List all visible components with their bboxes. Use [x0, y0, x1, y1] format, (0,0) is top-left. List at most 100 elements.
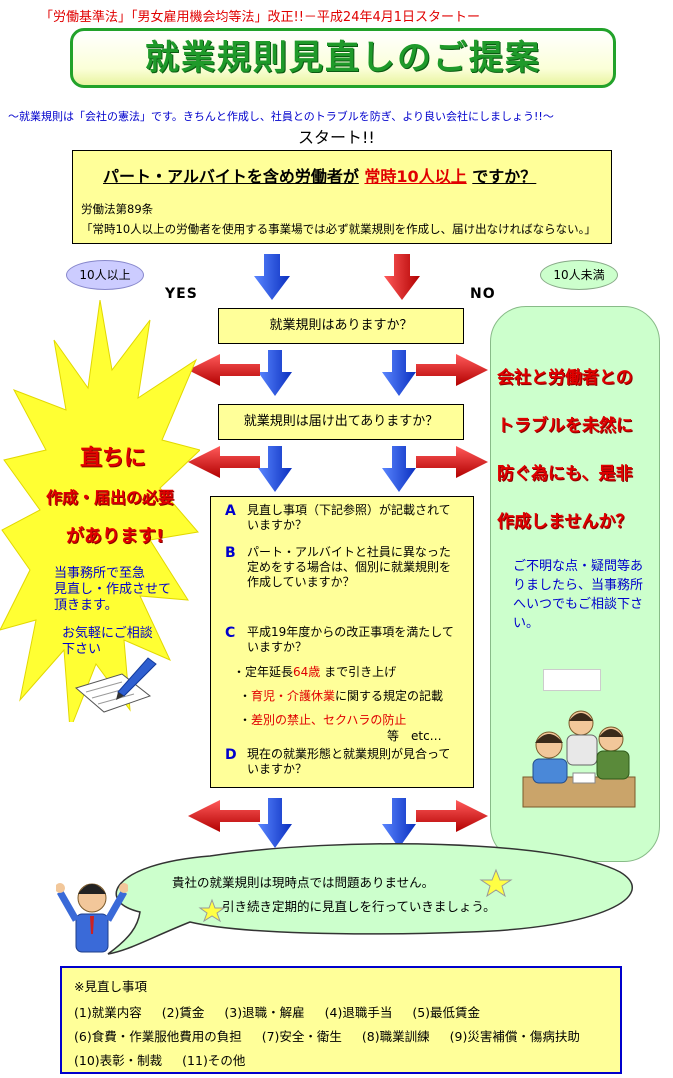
check-d: D 現在の就業形態と就業規則が見合っていますか？ — [225, 747, 457, 777]
page-title: 就業規則見直しのご提案 — [145, 38, 541, 78]
right-line-4: 作成しませんか？ — [497, 512, 633, 532]
burst-line-2: 作成・届出の必要 — [46, 488, 175, 507]
arrow-down-blue-2 — [258, 350, 292, 396]
no-label: NO — [470, 286, 496, 302]
item-5: (5)最低賃金 — [412, 1005, 481, 1020]
burst-call-2: 下さい — [62, 642, 102, 657]
item-7: (7)安全・衛生 — [261, 1029, 342, 1044]
bubble-line-1: 貴社の就業規則は現時点では問題ありません。 — [172, 875, 435, 890]
cheering-man-icon — [56, 883, 128, 953]
c-etc: 等 etc… — [387, 729, 442, 743]
check-c-text: 平成19年度からの改正事項を満たしていますか？ — [247, 625, 454, 654]
law-text: 「常時10人以上の労働者を使用する事業場では必ず就業規則を作成し、届け出なければ… — [81, 222, 596, 236]
title-banner: 就業規則見直しのご提案 — [70, 28, 616, 88]
item-8: (8)職業訓練 — [361, 1029, 430, 1044]
item-9: (9)災害補償・傷病扶助 — [449, 1029, 580, 1044]
subtitle: ～就業規則は「会社の憲法」です。きちんと作成し、社員とのトラブルを防ぎ、より良い… — [8, 110, 554, 123]
check-b-letter: B — [225, 545, 236, 561]
arrow-down-blue-3 — [382, 350, 416, 396]
c-item-2-post: に関する規定の記載 — [335, 689, 444, 703]
burst-line-3: があります! — [66, 526, 165, 547]
items-row-3: (10)表彰・制裁 (11)その他 — [74, 1050, 261, 1069]
item-3: (3)退職・解雇 — [224, 1005, 305, 1020]
star-icon-1 — [479, 868, 513, 898]
meeting-people-icon — [522, 710, 636, 808]
c-item-3: ・差別の禁止、セクハラの防止 — [239, 711, 406, 728]
checklist-box: A 見直し事項（下記参照）が記載されていますか？ B パート・アルバイトと社員に異な… — [210, 496, 474, 788]
c-item-1: ・定年延長64歳 まで引き上げ — [233, 663, 396, 680]
check-a-letter: A — [225, 503, 236, 519]
right-line-2: トラブルを未然に — [497, 416, 633, 436]
pen-paper-icon — [74, 657, 157, 713]
item-1: (1)就業内容 — [74, 1005, 142, 1020]
item-4: (4)退職手当 — [324, 1005, 393, 1020]
c-item-1-pre: ・定年延長 — [233, 665, 294, 679]
bubble-line-2: 引き続き定期的に見直しを行っていきましょう。 — [222, 899, 496, 914]
burst-contact-3: 頂きます。 — [54, 598, 118, 613]
item-10: (10)表彰・制裁 — [74, 1053, 163, 1068]
arrow-down-blue-5 — [382, 446, 416, 492]
check-d-letter: D — [225, 747, 237, 763]
burst-contact-1: 当事務所で至急 — [54, 566, 146, 581]
right-panel: 会社と労働者との トラブルを未然に 防ぐ為にも、是非 作成しませんか？ ご不明な… — [490, 306, 660, 862]
check-b-text: パート・アルバイトと社員に異なった定めをする場合は、個別に就業規則を作成していま… — [247, 545, 452, 589]
oval-less-than-10: 10人未満 — [540, 260, 618, 290]
burst-contact-2: 見直し・作成させて — [54, 582, 172, 597]
right-line-1: 会社と労働者との — [497, 368, 633, 388]
oval-10-or-more: 10人以上 — [66, 260, 144, 290]
c-item-3-bullet: ・ — [239, 713, 252, 727]
review-items-box: ※見直し事項 (1)就業内容 (2)賃金 (3)退職・解雇 (4)退職手当 (5… — [60, 966, 622, 1074]
c-item-2: ・育児・介護休業に関する規定の記載 — [239, 687, 443, 704]
items-row-2: (6)食費・作業服他費用の負担 (7)安全・衛生 (8)職業訓練 (9)災害補償… — [74, 1026, 596, 1045]
arrow-right-red-3 — [416, 800, 488, 832]
arrow-down-red-1 — [384, 254, 420, 300]
check-a-text: 見直し事項（下記参照）が記載されていますか？ — [247, 503, 451, 532]
yes-label: YES — [165, 286, 198, 302]
speech-bubble — [107, 843, 633, 955]
items-row-1: (1)就業内容 (2)賃金 (3)退職・解雇 (4)退職手当 (5)最低賃金 — [74, 1002, 496, 1021]
star-icon-2 — [198, 898, 226, 923]
arrow-down-blue-4 — [258, 446, 292, 492]
c-item-2-red: 育児・介護休業 — [251, 689, 336, 703]
arrow-right-red-2 — [416, 446, 488, 478]
start-label: スタート!! — [298, 128, 375, 147]
item-2: (2)賃金 — [161, 1005, 205, 1020]
question-1: パート・アルバイトを含め労働者が 常時10人以上 ですか？ — [103, 163, 536, 187]
q1-pre: パート・アルバイトを含め労働者が — [103, 167, 359, 186]
question-3: 就業規則は届け出てありますか？ — [218, 404, 464, 440]
c-item-3-red: 差別の禁止、セクハラの防止 — [251, 713, 407, 727]
arrow-right-red-1 — [416, 354, 488, 386]
arrow-down-blue-6 — [258, 798, 292, 848]
check-a: A 見直し事項（下記参照）が記載されていますか？ — [225, 503, 457, 533]
right-contact: ご不明な点・疑問等ありましたら、当事務所へいつでもご相談下さい。 — [513, 559, 644, 631]
arrow-left-red-2 — [188, 446, 260, 478]
question-2: 就業規則はありますか？ — [218, 308, 464, 344]
arrow-down-blue-7 — [382, 798, 416, 848]
q1-highlight: 常時10人以上 — [364, 167, 467, 186]
burst-line-1: 直ちに — [80, 446, 147, 471]
arrow-left-red-1 — [188, 354, 260, 386]
items-heading: ※見直し事項 — [74, 979, 147, 994]
item-6: (6)食費・作業服他費用の負担 — [74, 1029, 242, 1044]
right-line-3: 防ぐ為にも、是非 — [497, 464, 633, 484]
starburst-shape — [0, 300, 200, 731]
top-note: 「労働基準法」「男女雇用機会均等法」改正!!－平成24年4月1日スタートー — [40, 10, 481, 25]
burst-call: お気軽にご相談 下さい — [62, 626, 153, 658]
starburst-panel — [0, 300, 200, 731]
law-title: 労働法第89条 — [81, 202, 154, 216]
c-item-1-red: 64歳 — [293, 665, 321, 679]
arrow-left-red-3 — [188, 800, 260, 832]
item-11: (11)その他 — [182, 1053, 246, 1068]
burst-contact: 当事務所で至急 見直し・作成させて 頂きます。 — [54, 566, 171, 614]
check-d-text: 現在の就業形態と就業規則が見合っていますか？ — [247, 747, 451, 776]
check-b: B パート・アルバイトと社員に異なった定めをする場合は、個別に就業規則を作成してい… — [225, 545, 457, 590]
blank-area-right — [543, 669, 601, 691]
question-1-box: パート・アルバイトを含め労働者が 常時10人以上 ですか？ 労働法第89条 「常… — [72, 150, 612, 244]
c-item-2-bullet: ・ — [239, 689, 252, 703]
burst-call-1: お気軽にご相談 — [62, 626, 153, 641]
q1-post: ですか？ — [472, 167, 537, 186]
arrow-down-blue-1 — [254, 254, 290, 300]
c-item-1-post: まで引き上げ — [320, 665, 397, 679]
